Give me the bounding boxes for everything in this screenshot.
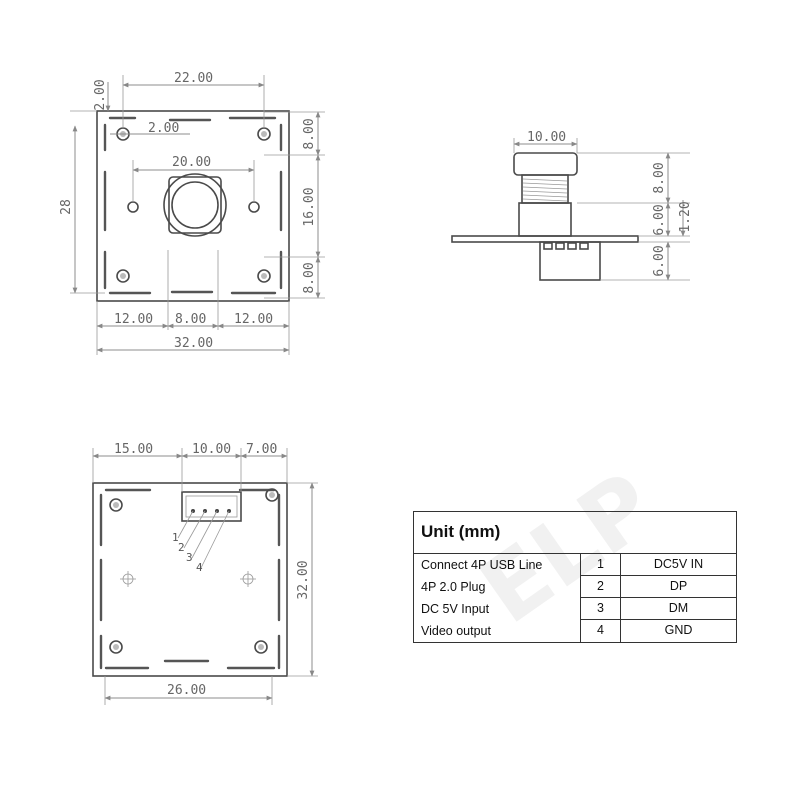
back-board-outline (92, 482, 288, 677)
front-board-slots (103, 116, 283, 295)
front-dim-bottom-left: 12.00 (114, 312, 153, 327)
pin-number: 2 (581, 576, 621, 597)
front-dim-right-bottom: 8.00 (302, 262, 317, 293)
table-row: 2 DP (581, 576, 736, 598)
side-board (451, 235, 639, 243)
table-title: Unit (mm) (414, 512, 736, 554)
side-dim-connector-height: 6.00 (652, 245, 667, 276)
back-pin-label: 3 (186, 551, 193, 564)
table-row: 3 DM (581, 598, 736, 620)
front-dim-height: 28 (59, 199, 74, 215)
pin-number: 1 (581, 554, 621, 575)
pin-function: DM (668, 601, 689, 615)
front-dim-bottom-right: 12.00 (234, 312, 273, 327)
front-side-hole (127, 201, 139, 213)
side-dim-board-thickness: 1.20 (678, 201, 693, 232)
front-dim-hole-offset: 2.00 (148, 121, 179, 136)
front-lens-mount (168, 176, 222, 234)
back-dim-top-right: 7.00 (246, 442, 277, 457)
pin-function: DC5V IN (653, 557, 704, 571)
table-description: Connect 4P USB Line (421, 558, 543, 572)
side-lens-cap (513, 152, 578, 176)
front-dim-right-mid: 16.00 (302, 187, 317, 226)
back-mount-hole (109, 498, 123, 512)
side-dim-lens-width: 10.00 (527, 130, 566, 145)
back-board-slots (99, 488, 281, 670)
pin-function: GND (664, 623, 693, 637)
table-body: Connect 4P USB Line 4P 2.0 Plug DC 5V In… (414, 554, 736, 642)
front-dim-offset-vertical: 2.00 (93, 79, 108, 110)
front-dim-right-top: 8.00 (302, 118, 317, 149)
front-dim-width-top: 22.00 (174, 71, 213, 86)
back-connector-pins (191, 509, 231, 513)
table-pins: 1 DC5V IN 2 DP 3 DM 4 GND (581, 554, 736, 642)
table-descriptions: Connect 4P USB Line 4P 2.0 Plug DC 5V In… (414, 554, 581, 642)
side-dim-lens-height: 8.00 (652, 162, 667, 193)
spec-table: Unit (mm) Connect 4P USB Line 4P 2.0 Plu… (413, 511, 737, 643)
table-description: Video output (421, 624, 491, 638)
front-lens-ring (163, 173, 227, 237)
front-mount-hole (257, 269, 271, 283)
front-view: 22.00 2.00 2.00 20.00 28 8.00 16.00 8.00… (59, 71, 325, 355)
front-mount-hole (116, 269, 130, 283)
pin-function: DP (669, 579, 688, 593)
front-lens-glass (171, 181, 219, 229)
back-dim-top-mid: 10.00 (192, 442, 231, 457)
back-mount-hole (254, 640, 268, 654)
table-row: 1 DC5V IN (581, 554, 736, 576)
back-dim-height: 32.00 (296, 560, 311, 599)
side-view: 10.00 8.00 6.00 1.20 6.00 (451, 130, 693, 281)
front-side-hole (248, 201, 260, 213)
table-description: DC 5V Input (421, 602, 490, 616)
side-connector (539, 241, 601, 281)
back-view: 1 2 3 4 15.00 10.00 7.00 32.00 26.00 (92, 442, 318, 705)
table-description: 4P 2.0 Plug (421, 580, 486, 594)
back-pin-label: 2 (178, 541, 185, 554)
front-board-outline (96, 110, 290, 302)
back-dim-bottom: 26.00 (167, 683, 206, 698)
side-dim-mount-height: 6.00 (652, 204, 667, 235)
back-mount-hole (109, 640, 123, 654)
side-lens-mount (518, 202, 572, 237)
back-pin-label: 4 (196, 561, 203, 574)
back-pin-label: 1 (172, 531, 179, 544)
back-mount-hole (265, 488, 279, 502)
back-dim-top-left: 15.00 (114, 442, 153, 457)
front-dim-total-width: 32.00 (174, 336, 213, 351)
front-dim-inner-width: 20.00 (172, 155, 211, 170)
front-dim-bottom-mid: 8.00 (175, 312, 206, 327)
pin-number: 4 (581, 620, 621, 642)
table-row: 4 GND (581, 620, 736, 642)
pin-number: 3 (581, 598, 621, 619)
